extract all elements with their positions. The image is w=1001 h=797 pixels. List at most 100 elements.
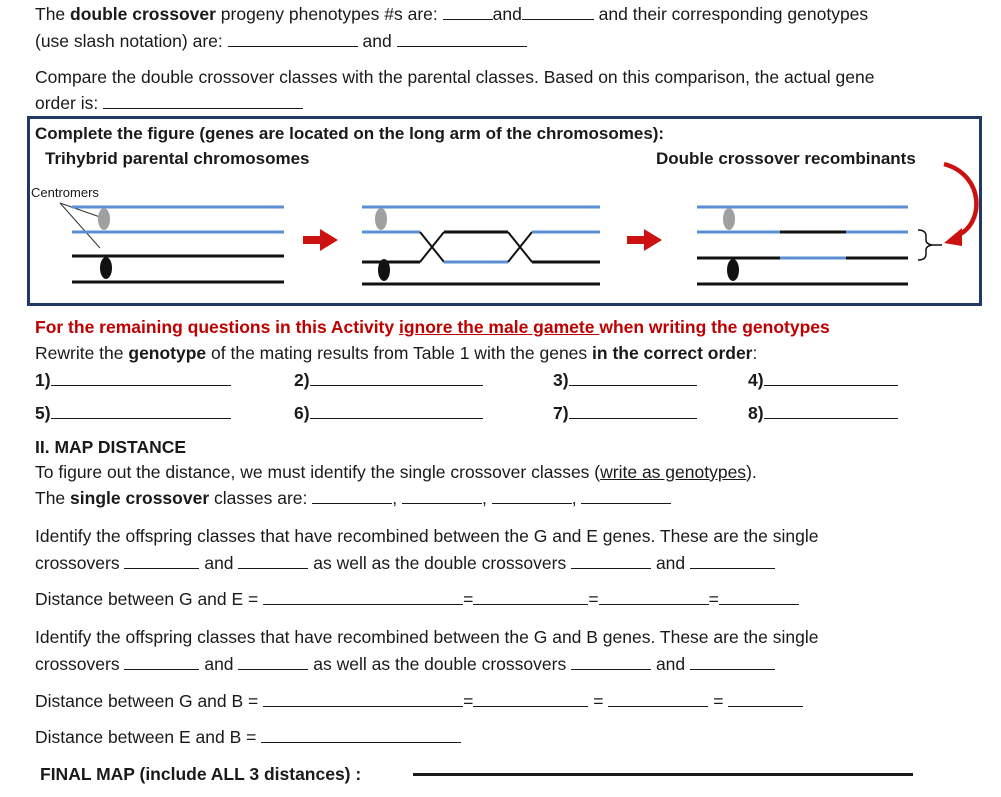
numbered-item: 6) — [294, 402, 483, 423]
answer-blank[interactable] — [690, 653, 776, 670]
text: Distance between G and B = — [35, 691, 264, 711]
underlined-text: write as genotypes — [600, 462, 747, 482]
text: order is: — [35, 93, 104, 113]
bold-text: genotype — [128, 343, 207, 363]
section-heading: II. MAP DISTANCE — [35, 437, 187, 457]
text: progeny phenotypes #s are: — [215, 4, 443, 24]
answer-blank[interactable] — [690, 552, 776, 569]
text: when writing the genotypes — [599, 317, 830, 337]
answer-blank[interactable] — [312, 487, 393, 504]
crossover-chromosomes — [362, 205, 600, 286]
answer-blank[interactable] — [728, 690, 804, 707]
answer-blank[interactable] — [309, 402, 483, 419]
answer-blank[interactable] — [103, 92, 304, 109]
rewrite-instruction: Rewrite the genotype of the mating resul… — [35, 343, 757, 363]
grey-centromere — [723, 208, 735, 230]
equals-sign: = — [713, 691, 724, 711]
recombinant-label: Double crossover recombinants — [656, 149, 916, 168]
answer-blank[interactable] — [598, 588, 709, 605]
text: To figure out the distance, we must iden… — [35, 462, 601, 482]
answer-blank[interactable] — [581, 487, 672, 504]
text: Distance between E and B = — [35, 727, 262, 747]
text: The — [35, 4, 71, 24]
underlined-text: ignore the male gamete — [398, 317, 600, 337]
answer-blank[interactable] — [763, 369, 898, 386]
answer-blank[interactable] — [263, 588, 464, 605]
parental-label: Trihybrid parental chromosomes — [45, 149, 310, 168]
and-text: and — [492, 4, 522, 24]
answer-blank[interactable] — [238, 653, 309, 670]
answer-blank[interactable] — [608, 690, 709, 707]
answer-blank[interactable] — [396, 30, 527, 47]
numbered-item: 8) — [748, 402, 898, 423]
answer-blank[interactable] — [568, 369, 697, 386]
pointer-line — [59, 202, 101, 218]
answer-blank[interactable] — [473, 588, 589, 605]
and-text: and — [362, 31, 392, 51]
crossover-line — [507, 231, 533, 263]
text: Rewrite the — [35, 343, 129, 363]
arrow-icon — [627, 229, 662, 251]
gb-question-line1: Identify the offspring classes that have… — [35, 627, 819, 647]
answer-blank[interactable] — [718, 588, 799, 605]
answer-blank[interactable] — [763, 402, 898, 419]
and-text: and — [204, 553, 234, 573]
and-text: and — [655, 553, 686, 573]
eb-distance: Distance between E and B = — [35, 726, 462, 747]
and-text: and — [204, 654, 234, 674]
answer-blank[interactable] — [401, 487, 482, 504]
bold-text: in the correct order — [592, 343, 753, 363]
bold-text: single crossover — [70, 488, 210, 508]
text: as well as the double crossovers — [313, 654, 572, 674]
black-centromere — [378, 259, 390, 281]
answer-blank[interactable] — [50, 402, 231, 419]
item-number: 3) — [553, 370, 569, 390]
ge-distance: Distance between G and E = === — [35, 588, 799, 609]
crossover-line — [419, 231, 445, 263]
answer-blank[interactable] — [124, 653, 200, 670]
answer-blank[interactable] — [568, 402, 697, 419]
answer-blank[interactable] — [238, 552, 309, 569]
answer-blank[interactable] — [473, 690, 589, 707]
red-instruction: For the remaining questions in this Acti… — [35, 317, 830, 337]
answer-blank[interactable] — [50, 369, 231, 386]
answer-blank[interactable] — [227, 30, 358, 47]
numbered-item: 4) — [748, 369, 898, 390]
answer-blank[interactable] — [571, 552, 652, 569]
answer-blank[interactable] — [309, 369, 483, 386]
answer-blank[interactable] — [571, 653, 652, 670]
grey-centromere — [98, 208, 110, 230]
recombinant-chromosomes — [697, 205, 942, 286]
text: crossovers — [35, 553, 125, 573]
numbered-item: 7) — [553, 402, 697, 423]
brace-icon — [917, 229, 933, 261]
single-crossover-line: The single crossover classes are: , , , — [35, 487, 672, 508]
final-map-line[interactable] — [413, 773, 913, 776]
numbered-item: 1) — [35, 369, 231, 390]
answer-blank[interactable] — [442, 3, 493, 20]
dco-question-line2: (use slash notation) are: and — [35, 30, 527, 51]
parental-chromosomes — [72, 205, 284, 284]
text: Distance between G and E = — [35, 589, 264, 609]
ge-question-line2: crossovers and as well as the double cro… — [35, 552, 776, 573]
equals-sign: = — [708, 589, 719, 609]
black-centromere — [727, 259, 739, 281]
item-number: 7) — [553, 403, 569, 423]
equals-sign: = — [588, 589, 599, 609]
dco-question-line1: The double crossover progeny phenotypes … — [35, 3, 868, 24]
answer-blank[interactable] — [491, 487, 572, 504]
answer-blank[interactable] — [261, 726, 462, 743]
item-number: 1) — [35, 370, 51, 390]
answer-blank[interactable] — [521, 3, 594, 20]
answer-blank[interactable] — [263, 690, 464, 707]
ge-question-line1: Identify the offspring classes that have… — [35, 526, 819, 546]
figure-title: Complete the figure (genes are located o… — [35, 124, 665, 143]
answer-blank[interactable] — [124, 552, 200, 569]
gb-distance: Distance between G and B = = = = — [35, 690, 804, 711]
text: crossovers — [35, 654, 125, 674]
numbered-item: 2) — [294, 369, 483, 390]
gene-order-line2: order is: — [35, 92, 304, 113]
grey-centromere — [375, 208, 387, 230]
figure-box — [27, 116, 982, 306]
